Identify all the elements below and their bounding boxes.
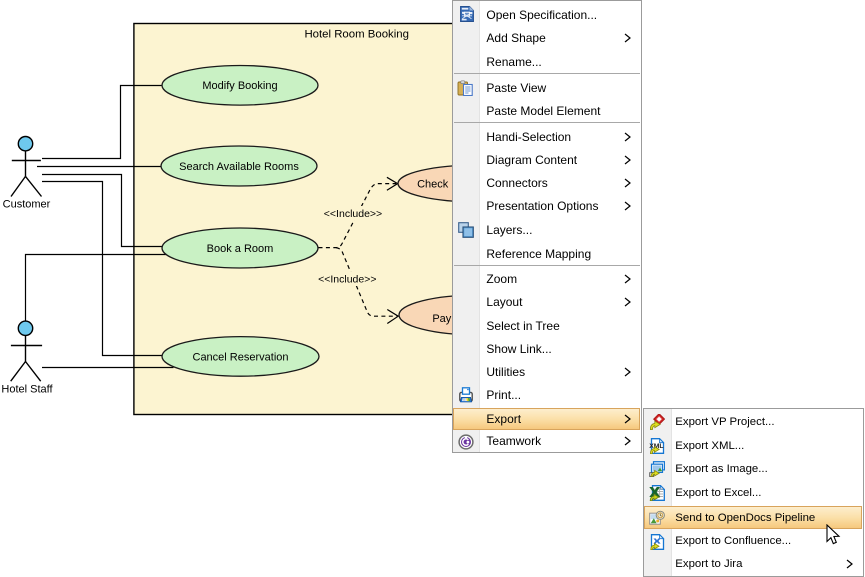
svg-text:Customer: Customer [3, 198, 51, 210]
svg-text:Search Available Rooms: Search Available Rooms [179, 161, 299, 173]
svg-text:Cancel Reservation: Cancel Reservation [193, 351, 289, 363]
svg-text:Hotel Room Booking: Hotel Room Booking [304, 28, 408, 40]
svg-text:<<Include>>: <<Include>> [318, 274, 376, 286]
svg-text:XML: XML [649, 443, 663, 450]
svg-text:Book a Room: Book a Room [207, 243, 274, 255]
svg-text:Hotel Staff: Hotel Staff [1, 384, 53, 396]
svg-text:Modify Booking: Modify Booking [202, 80, 277, 92]
svg-text:<<Include>>: <<Include>> [324, 208, 382, 220]
